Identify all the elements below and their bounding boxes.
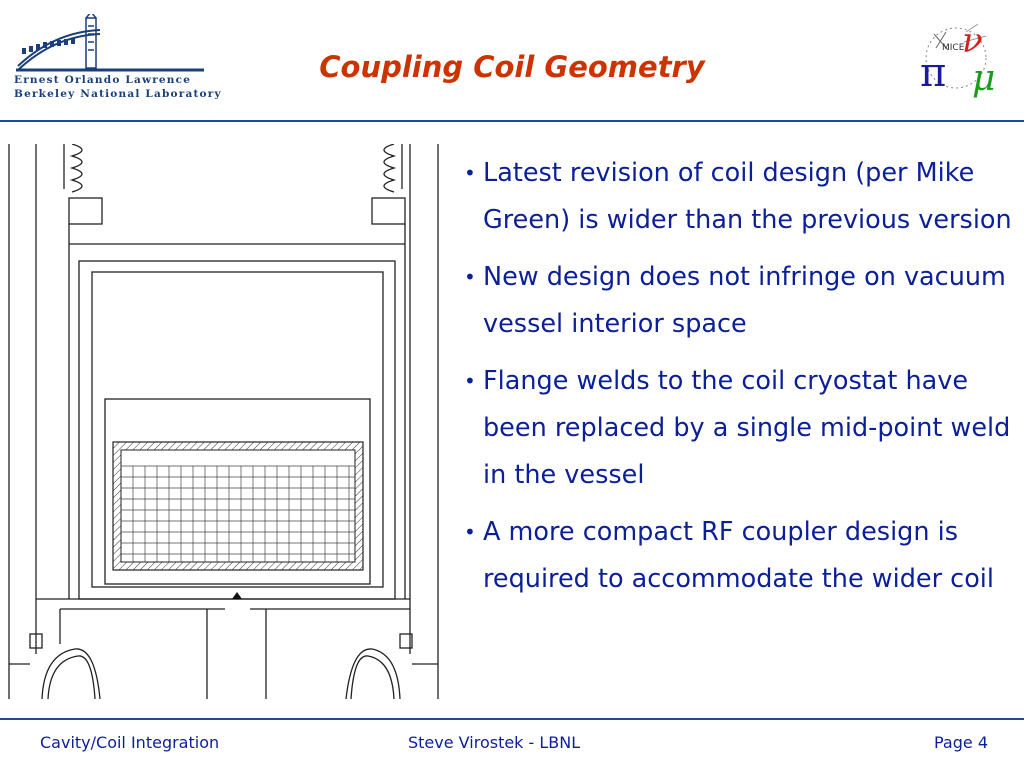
bullet-item: • Latest revision of coil design (per Mik…: [462, 150, 1020, 244]
bullet-item: • New design does not infringe on vacuum …: [462, 254, 1020, 348]
footer-left: Cavity/Coil Integration: [40, 733, 220, 752]
mice-logo-text: MICE: [942, 43, 965, 53]
mice-logo-icon: π ν μ MICE: [920, 21, 995, 99]
bullet-dot-icon: •: [464, 161, 476, 185]
bullet-text: A more compact RF coupler design is requ…: [483, 517, 994, 594]
bullet-list: • Latest revision of coil design (per Mik…: [462, 150, 1020, 613]
coupling-coil-diagram: [8, 144, 439, 699]
footer-rule: [0, 718, 1024, 720]
svg-text:μ: μ: [972, 58, 995, 99]
footer-author: Steve Virostek - LBNL: [408, 733, 581, 752]
svg-text:π: π: [920, 50, 946, 96]
lab-name-line2: Berkeley National Laboratory: [14, 88, 222, 100]
bullet-dot-icon: •: [464, 520, 476, 544]
header-rule: [0, 120, 1024, 122]
lab-name-line1: Ernest Orlando Lawrence: [14, 74, 192, 86]
lbnl-building-icon: [16, 10, 204, 72]
bullet-text: Flange welds to the coil cryostat have b…: [483, 366, 1011, 490]
bullet-dot-icon: •: [464, 265, 476, 289]
bullet-text: New design does not infringe on vacuum v…: [483, 262, 1006, 339]
footer-page-number: Page 4: [934, 733, 988, 752]
mice-logo: π ν μ MICE: [916, 14, 1012, 106]
bullet-text: Latest revision of coil design (per Mike…: [483, 158, 1012, 235]
bullet-item: • Flange welds to the coil cryostat have …: [462, 358, 1020, 499]
svg-text:ν: ν: [962, 21, 983, 61]
lbnl-logo: [14, 10, 209, 106]
bullet-dot-icon: •: [464, 369, 476, 393]
bullet-item: • A more compact RF coupler design is req…: [462, 509, 1020, 603]
page-title: Coupling Coil Geometry: [319, 50, 705, 84]
weld-point-marker-icon: [232, 592, 242, 599]
